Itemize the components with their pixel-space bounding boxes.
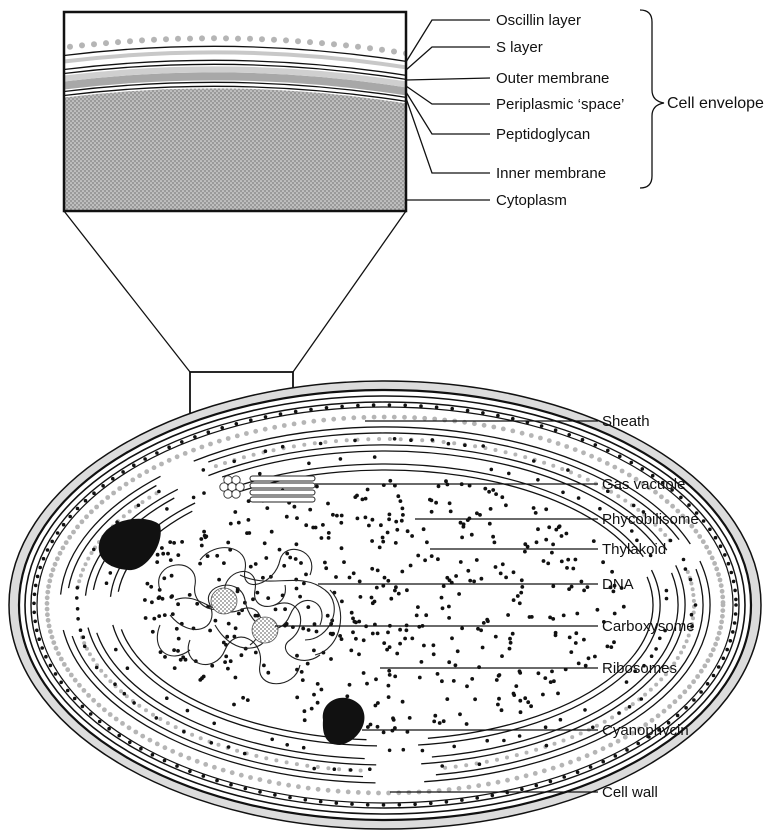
carboxysome-1 [211, 588, 237, 614]
label-peptidoglycan: Peptidoglycan [496, 126, 590, 143]
label-cyanophycin: Cyanophycin [602, 722, 689, 739]
cell-wall-outer [19, 390, 751, 820]
label-thylakoid: Thylakoid [602, 541, 666, 558]
label-ribosomes: Ribosomes [602, 660, 677, 677]
label-outer-membrane: Outer membrane [496, 70, 609, 87]
label-phycobilisome: Phycobilisome [602, 511, 699, 528]
envelope-inset [60, 12, 410, 215]
label-cell-envelope: Cell envelope [667, 95, 764, 112]
label-carboxysome: Carboxysome [602, 618, 695, 635]
cell [9, 381, 761, 829]
cell-envelope-brace [640, 10, 664, 188]
label-dna: DNA [602, 576, 634, 593]
label-oscillin-layer: Oscillin layer [496, 12, 581, 29]
envelope-labels: Oscillin layer S layer Outer membrane Pe… [496, 12, 624, 209]
label-gas-vacuole: Gas vacuole [602, 476, 685, 493]
envelope-leaders [406, 20, 490, 200]
label-s-layer: S layer [496, 39, 543, 56]
label-periplasmic-space: Periplasmic ‘space’ [496, 96, 624, 113]
label-cytoplasm: Cytoplasm [496, 192, 567, 209]
carboxysome-2 [252, 617, 278, 643]
gas-vacuole-hexagons [220, 476, 244, 498]
label-inner-membrane: Inner membrane [496, 165, 606, 182]
label-cell-wall: Cell wall [602, 784, 658, 801]
label-sheath: Sheath [602, 413, 650, 430]
inset-cytoplasm [60, 88, 410, 215]
